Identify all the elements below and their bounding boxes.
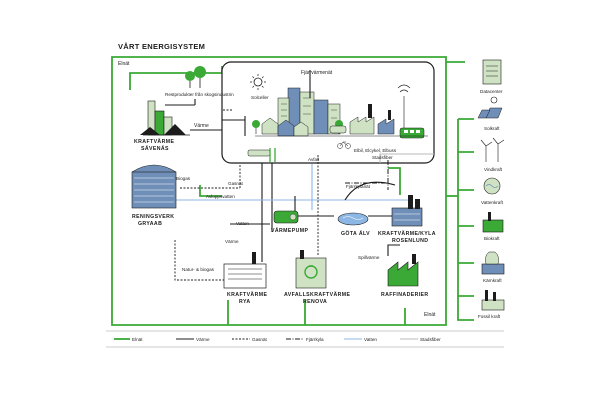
legend-label-stadsfiber: Stadsfiber (420, 337, 441, 342)
solceller-label: Solceller (251, 95, 269, 100)
legend: Elnät Värme Gasnät Fjärrkyla Vatten Stad… (106, 330, 504, 348)
solkraft-icon (477, 96, 503, 119)
elnat-top-label: Elnät (118, 61, 130, 67)
renova-name-line2: RENOVA (303, 299, 327, 305)
source-biokraft: Biokraft (484, 236, 500, 241)
sun-icon (250, 74, 266, 90)
elnat-bottom-label: Elnät (424, 312, 436, 318)
avloppsvatten-label: Avloppsvatten (206, 194, 235, 199)
savenas-name-line1: KRAFTVÄRME (134, 138, 174, 145)
rya-name-line1: KRAFTVÄRME (227, 291, 267, 298)
varmepump-name: VÄRMEPUMP (271, 227, 308, 234)
vindkraft-icon (480, 137, 505, 162)
legend-label-vatten: Vatten (364, 337, 377, 342)
source-vindkraft: Vindkraft (484, 167, 503, 172)
renova-icon (295, 250, 327, 289)
natur-biogas-label: Natur- & biogas (182, 267, 215, 272)
rya-name-line2: RYA (239, 299, 250, 305)
gasnat-label: Gasnät (228, 181, 244, 186)
biogas-label: Biogas (176, 176, 191, 181)
legend-label-gasnat: Gasnät (252, 337, 268, 342)
varme-savenas-label: Värme (194, 123, 209, 129)
fossil-kraft-icon (481, 290, 505, 311)
legend-item-varme: Värme (176, 337, 210, 342)
legend-item-fjarrkyla: Fjärrkyla (286, 337, 324, 342)
legend-item-elnat: Elnät (114, 337, 143, 342)
reningsverk-name-line2: GRYAAB (138, 221, 162, 227)
diagram-title: VÅRT ENERGISYSTEM (118, 42, 205, 51)
raffinaderier-name: RAFFINADERIER (381, 292, 429, 298)
renova-name-line1: AVFALLSKRAFTVÄRME (284, 291, 350, 298)
reningsverk-icon (131, 164, 177, 209)
rosenlund-name-line2: ROSENLUND (392, 238, 428, 244)
fjarrvarmenat-label: Fjärrvärmenät (301, 70, 333, 76)
fjarrkylanat-label: Fjärrkylanät (346, 184, 371, 189)
legend-label-elnat: Elnät (132, 337, 143, 342)
datacenter-icon (482, 59, 502, 85)
spillvarme-label: Spillvärme (358, 255, 380, 260)
legend-item-stadsfiber: Stadsfiber (400, 337, 441, 342)
gota-alv-name: GÖTA ÄLV (341, 230, 370, 237)
legend-label-fjarrkyla: Fjärrkyla (306, 337, 324, 342)
savenas-name-line2: SÄVENÄS (141, 145, 169, 152)
legend-label-varme: Värme (196, 337, 210, 342)
tree-icon (185, 66, 206, 88)
reningsverk-name-line1: RENINGSVERK (132, 214, 174, 220)
power-grid-lines (111, 56, 474, 326)
rya-icon (223, 252, 267, 289)
rosenlund-icon (391, 195, 423, 227)
legend-item-gasnat: Gasnät (232, 337, 268, 342)
vatten-label: Vatten (236, 221, 249, 226)
legend-item-vatten: Vatten (344, 337, 377, 342)
source-karnkraft: Kärnkraft (483, 278, 502, 283)
gota-alv-icon (337, 212, 369, 226)
source-vattenkraft: Vattenkraft (481, 200, 504, 205)
varmepump-icon (273, 210, 299, 224)
source-solkraft: Solkraft (484, 126, 500, 131)
raffinaderier-icon (387, 254, 419, 287)
biokraft-icon (482, 212, 504, 233)
savenas-plant-icon (140, 100, 190, 136)
karnkraft-icon (481, 251, 505, 275)
stadsfiber-label: Stadsfiber (372, 155, 393, 160)
vattenkraft-icon (483, 177, 501, 195)
restprodukter-arrow (165, 99, 196, 106)
source-fossil-kraft: Fossil kraft (478, 314, 501, 319)
source-datacenter: Datacenter (480, 89, 503, 94)
city-illustration: Solceller (247, 74, 428, 162)
restprodukter-label-1: Restprodukter från skogsindustrin (165, 91, 234, 97)
avfall-label: Avfall (308, 157, 319, 162)
elbil-label: Elbil, Elcykel, Elbuss (354, 148, 397, 153)
varme-rya-label: Värme (225, 239, 239, 244)
rosenlund-name-line1: KRAFTVÄRME/KYLA (378, 230, 436, 237)
